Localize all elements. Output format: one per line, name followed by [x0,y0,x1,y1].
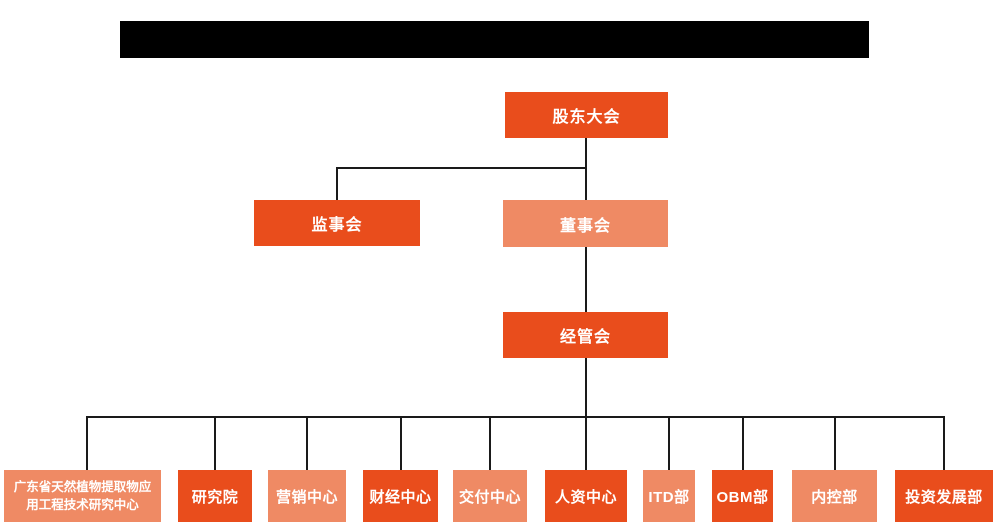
connector-drop-dept-2 [214,416,216,470]
connector-drop-dept-7 [668,416,670,470]
org-node-shareholders-meeting: 股东大会 [505,92,668,138]
connector-department-rail [86,416,945,418]
org-node-supervisory-board: 监事会 [254,200,420,246]
connector-root-to-board [585,138,587,200]
org-node-management-committee: 经管会 [503,312,668,358]
org-node-dept-itd: ITD部 [643,470,695,522]
connector-drop-dept-8 [742,416,744,470]
org-node-dept-hr-center: 人资中心 [545,470,627,522]
connector-drop-dept-4 [400,416,402,470]
connector-branch-supervisory [336,167,587,169]
org-node-dept-internal-control: 内控部 [792,470,877,522]
org-node-dept-marketing-center: 营销中心 [268,470,346,522]
org-node-board-of-directors: 董事会 [503,200,668,247]
connector-drop-dept-5 [489,416,491,470]
org-node-dept-guangdong-research-center: 广东省天然植物提取物应用工程技术研究中心 [4,470,161,522]
org-node-dept-delivery-center: 交付中心 [453,470,527,522]
connector-board-to-management [585,247,587,312]
org-node-dept-investment-development: 投资发展部 [895,470,993,522]
org-node-dept-research-institute: 研究院 [178,470,252,522]
connector-drop-supervisory [336,167,338,200]
connector-management-to-rail [585,358,587,470]
org-node-dept-obm: OBM部 [712,470,773,522]
redacted-title-bar [120,21,869,58]
connector-drop-dept-1 [86,416,88,470]
org-node-dept-finance-center: 财经中心 [363,470,438,522]
connector-drop-dept-9 [834,416,836,470]
connector-drop-dept-10 [943,416,945,470]
connector-drop-dept-3 [306,416,308,470]
